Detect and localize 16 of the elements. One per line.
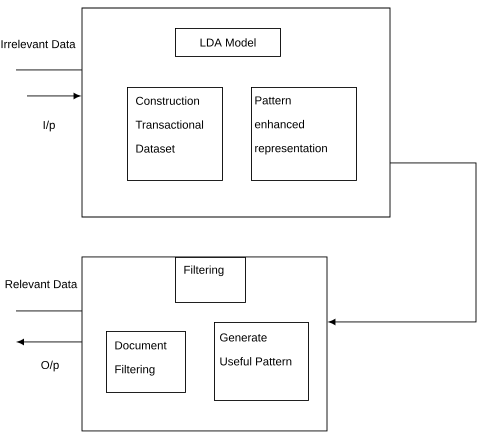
edge-label: O/p (41, 360, 59, 372)
connector-line (16, 310, 82, 312)
process-box: Construction Transactional Dataset (127, 87, 223, 181)
process-box: Document Filtering (106, 330, 186, 393)
arrow (17, 338, 82, 346)
edge-label: Irrelevant Data (2, 40, 76, 48)
arrow (328, 162, 476, 326)
container-box (82, 256, 328, 432)
process-box: Filtering (175, 257, 246, 303)
edge-label: Relevant Data (6, 280, 78, 288)
arrow (26, 92, 80, 100)
process-box: Pattern enhanced representation (251, 87, 357, 181)
edge-label: I/p (44, 120, 55, 132)
process-box: LDA Model (175, 28, 281, 57)
container-box (82, 8, 390, 218)
process-box: Generate Useful Pattern (214, 322, 309, 401)
